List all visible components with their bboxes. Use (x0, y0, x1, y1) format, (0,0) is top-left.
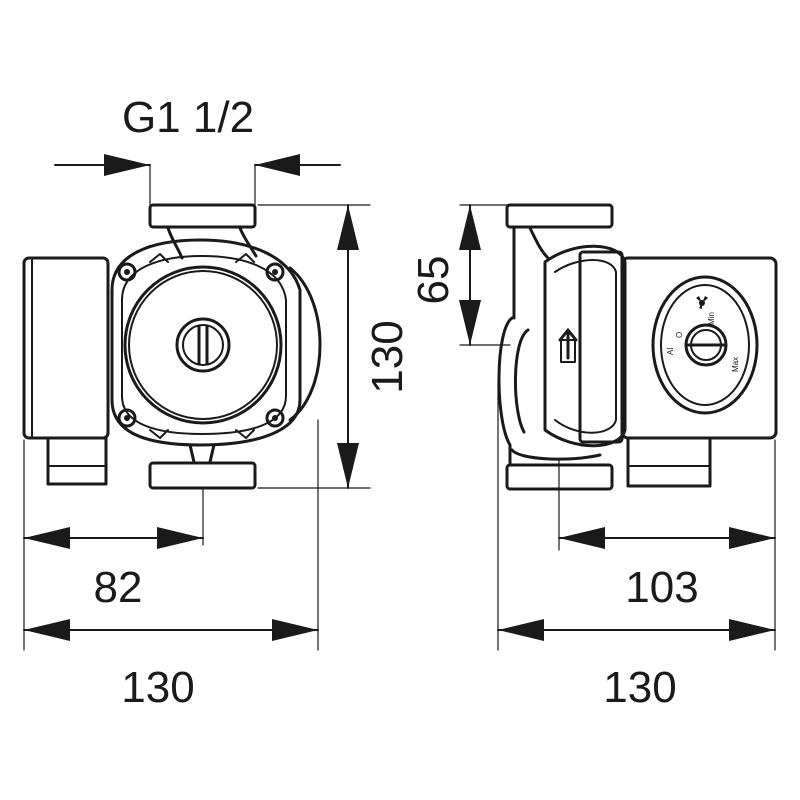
side-top-flange (505, 203, 614, 229)
fan-icon (696, 296, 708, 309)
side-foot (626, 436, 712, 488)
dial-label-auto: AI (666, 347, 675, 355)
front-height-label: 130 (363, 320, 412, 393)
speed-dial-knob[interactable] (684, 323, 728, 367)
pump-body (110, 238, 302, 447)
side-pump-body (543, 244, 627, 448)
front-dimensions: G1 1/2 130 82 130 (23, 93, 412, 712)
motor-housing (22, 256, 110, 440)
motor-foot (46, 436, 108, 486)
thread-size-label: G1 1/2 (122, 93, 254, 142)
front-offset-label: 82 (94, 563, 143, 612)
impeller-housing (123, 265, 283, 425)
bottom-flange (148, 461, 257, 490)
dial-label-max: Max (731, 357, 740, 372)
speed-dial-panel (651, 275, 759, 415)
front-width-label: 130 (121, 663, 194, 712)
vent-screw (175, 317, 231, 373)
side-height-label: 65 (409, 256, 458, 305)
dial-label-off: O (675, 332, 684, 338)
side-dimensions: 65 103 130 (409, 204, 776, 712)
pump-front-view (22, 203, 322, 490)
side-width-label: 130 (603, 663, 676, 712)
side-depth-label: 103 (625, 563, 698, 612)
housing-screws (117, 262, 285, 428)
dial-label-min: Min (707, 312, 716, 325)
top-flange (148, 203, 257, 229)
pump-side-view: AI O Min Max (497, 203, 778, 491)
